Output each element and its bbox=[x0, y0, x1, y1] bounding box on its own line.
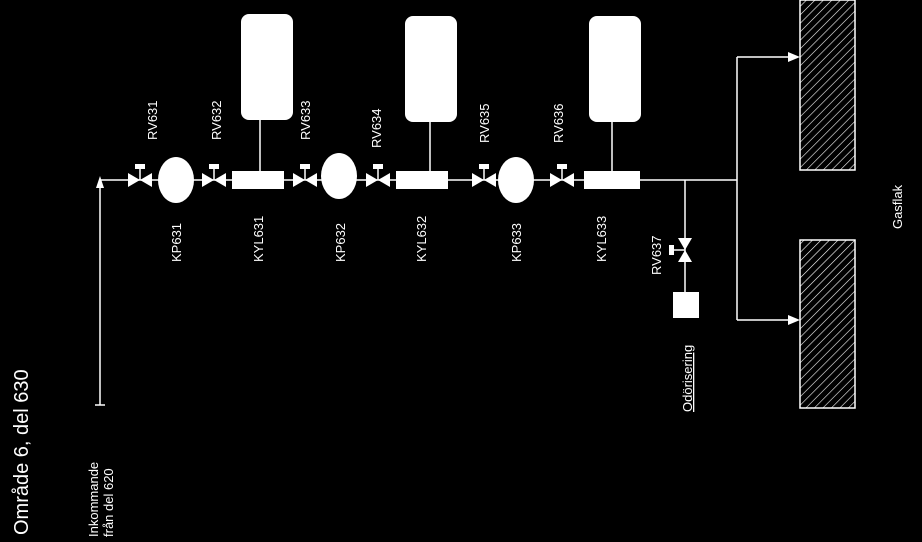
gas-storage-label: Gasflak bbox=[890, 184, 905, 229]
cooler-label-kyl631: KYL631 bbox=[251, 216, 266, 262]
compressor-kp632 bbox=[321, 153, 357, 199]
valve-rv637 bbox=[669, 238, 692, 262]
storage-arrow-bottom bbox=[788, 315, 800, 325]
gas-storage-tank-bottom bbox=[799, 239, 856, 409]
cooler-kyl633 bbox=[584, 171, 640, 189]
valve-label-rv632: RV632 bbox=[209, 100, 224, 140]
compressor-label-kp632: KP632 bbox=[333, 223, 348, 262]
storage-arrow-top bbox=[788, 52, 800, 62]
odorization-label: Odörisering bbox=[680, 345, 695, 412]
tank-kyl632 bbox=[405, 16, 457, 122]
valve-label-rv636: RV636 bbox=[551, 103, 566, 143]
compressor-label-kp631: KP631 bbox=[169, 223, 184, 262]
compressor-kp633 bbox=[498, 157, 534, 203]
compressor-label-kp633: KP633 bbox=[509, 223, 524, 262]
valve-rv633 bbox=[293, 164, 317, 187]
tank-kyl631 bbox=[241, 14, 293, 120]
cooler-kyl631 bbox=[232, 171, 284, 189]
valve-rv636 bbox=[550, 164, 574, 187]
incoming-label-line2: från del 620 bbox=[101, 468, 116, 537]
odorization-unit bbox=[673, 292, 699, 318]
incoming-arrow bbox=[96, 176, 104, 188]
valve-rv632 bbox=[202, 164, 226, 187]
valve-rv634 bbox=[366, 164, 390, 187]
valve-label-rv631: RV631 bbox=[145, 100, 160, 140]
gas-storage-tank-top bbox=[799, 0, 856, 171]
tank-kyl633 bbox=[589, 16, 641, 122]
valve-label-rv634: RV634 bbox=[369, 108, 384, 148]
valve-rv631 bbox=[128, 164, 152, 187]
valve-rv635 bbox=[472, 164, 496, 187]
incoming-label-line1: Inkommande bbox=[86, 462, 101, 537]
cooler-label-kyl633: KYL633 bbox=[594, 216, 609, 262]
valve-label-rv637: RV637 bbox=[649, 235, 664, 275]
valve-label-rv633: RV633 bbox=[298, 100, 313, 140]
cooler-label-kyl632: KYL632 bbox=[414, 216, 429, 262]
diagram-title: Område 6, del 630 bbox=[11, 369, 33, 535]
valve-label-rv635: RV635 bbox=[477, 103, 492, 143]
compressor-kp631 bbox=[158, 157, 194, 203]
cooler-kyl632 bbox=[396, 171, 448, 189]
